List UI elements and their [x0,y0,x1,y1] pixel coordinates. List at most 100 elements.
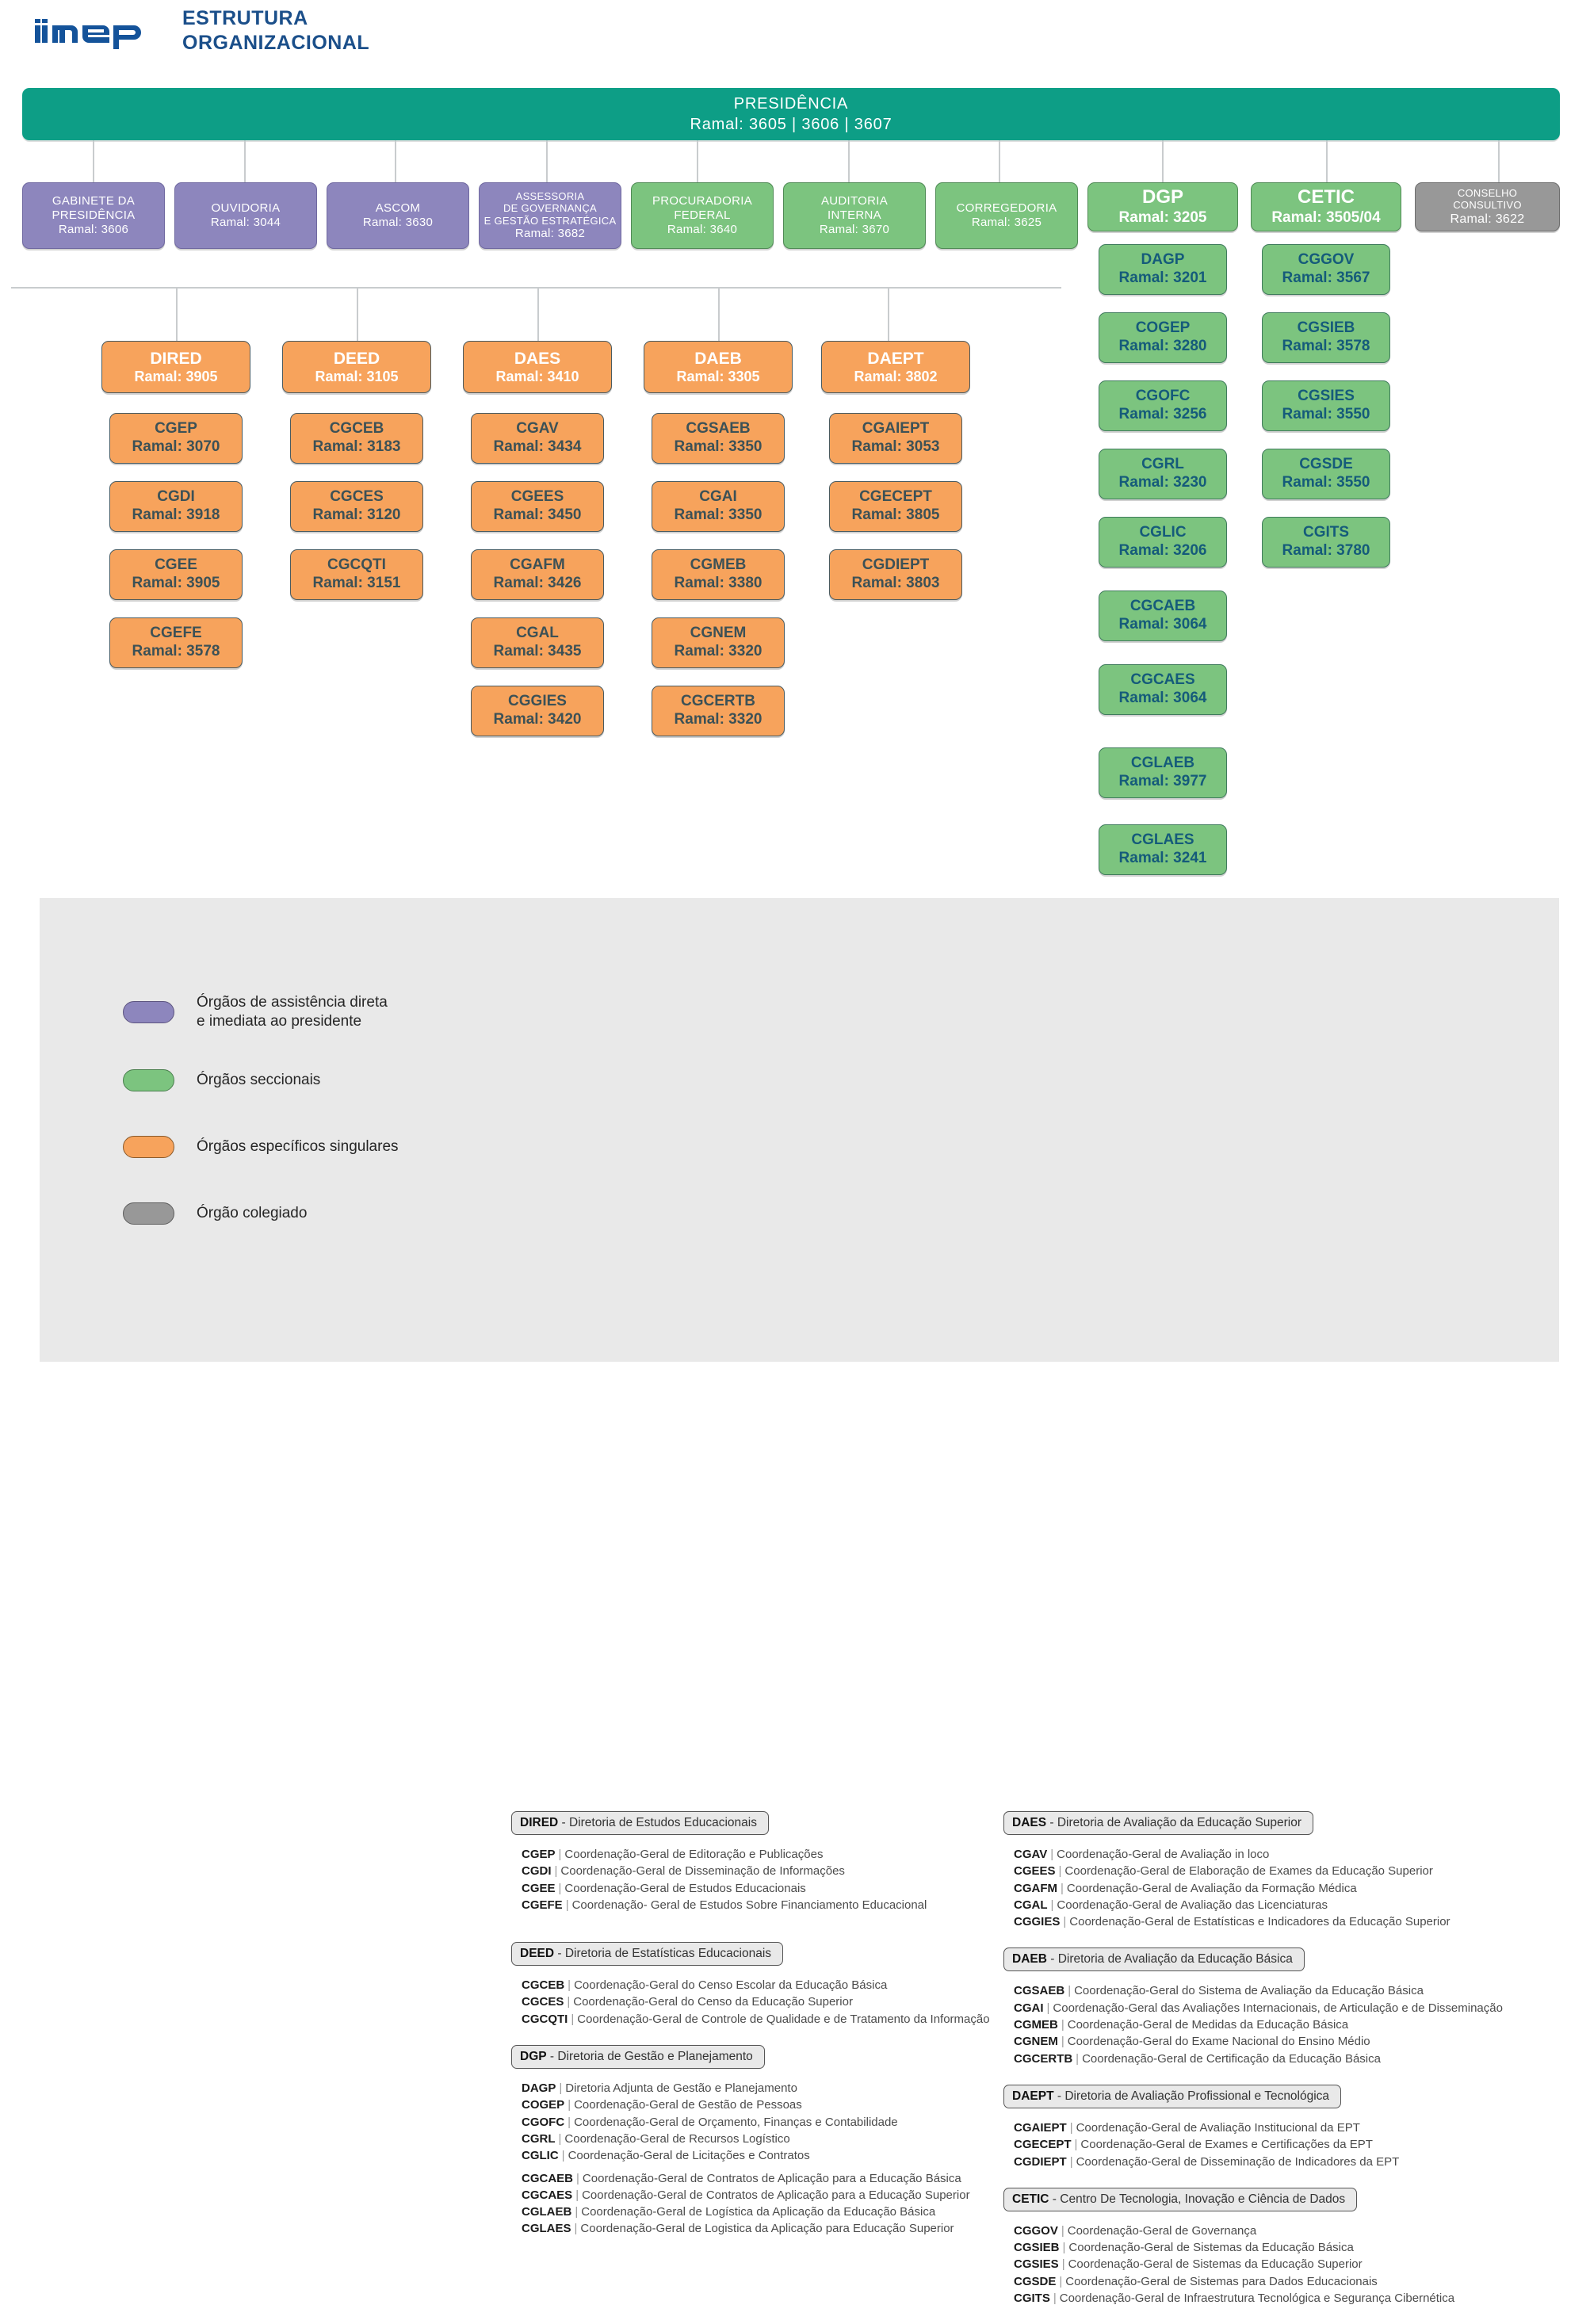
glossary-entry-desc: Coordenação-Geral de Avaliação Instituci… [1076,2120,1360,2135]
org-box-cggov[interactable]: CGGOV Ramal: 3567 [1262,244,1390,295]
org-box-cgecept[interactable]: CGECEPT Ramal: 3805 [829,481,962,532]
org-box-cglaeb[interactable]: CGLAEB Ramal: 3977 [1099,747,1227,798]
org-box-cglaes[interactable]: CGLAES Ramal: 3241 [1099,824,1227,875]
glossary-entry-desc: Coordenação-Geral do Exame Nacional do E… [1067,2035,1370,2049]
org-box-cgefe[interactable]: CGEFE Ramal: 3578 [109,617,243,668]
org-box-cgces[interactable]: CGCES Ramal: 3120 [290,481,423,532]
org-box-cgsies[interactable]: CGSIES Ramal: 3550 [1262,380,1390,431]
org-box-cgdi[interactable]: CGDI Ramal: 3918 [109,481,243,532]
org-box-dagp[interactable]: DAGP Ramal: 3201 [1099,244,1227,295]
org-box-ramal: Ramal: 3151 [312,575,401,591]
org-box-cgep[interactable]: CGEP Ramal: 3070 [109,413,243,464]
org-box-name: CGITS [1302,524,1350,541]
org-box-ramal: Ramal: 3630 [362,216,434,229]
org-box-cgee[interactable]: CGEE Ramal: 3905 [109,549,243,600]
glossary-entry-code: CGCERTB [1014,2051,1073,2066]
org-box-assessoria-governanca[interactable]: ASSESSORIA DE GOVERNANÇA E GESTÃO ESTRAT… [479,182,621,249]
org-box-name: CGGIES [508,693,567,710]
org-box-cgai[interactable]: CGAI Ramal: 3350 [652,481,785,532]
org-box-cggies[interactable]: CGGIES Ramal: 3420 [471,686,604,736]
directorate-head-dired[interactable]: DIRED Ramal: 3905 [101,341,250,393]
glossary-tag-title: - Diretoria de Avaliação Profissional e … [1053,2089,1330,2103]
org-box-cgcaes[interactable]: CGCAES Ramal: 3064 [1099,664,1227,715]
glossary-entry-desc: Coordenação-Geral de Elaboração de Exame… [1064,1864,1433,1879]
glossary-group-cetic: CETIC - Centro De Tecnologia, Inovação e… [1003,2187,1550,2307]
glossary-tag-dgp: DGP - Diretoria de Gestão e Planejamento [511,2045,765,2070]
glossary-tag-daept: DAEPT - Diretoria de Avaliação Profissio… [1003,2084,1342,2108]
org-box-cogep[interactable]: COGEP Ramal: 3280 [1099,312,1227,363]
glossary-entry: CGSIES|Coordenação-Geral de Sistemas da … [1014,2257,1363,2272]
org-box-conselho-consultivo[interactable]: CONSELHO CONSULTIVO Ramal: 3622 [1415,182,1560,231]
org-box-auditoria-interna[interactable]: AUDITORIA INTERNA Ramal: 3670 [783,182,926,249]
inep-logo [35,13,154,49]
page-title-line2: ORGANIZACIONAL [182,31,370,54]
org-box-cgees[interactable]: CGEES Ramal: 3450 [471,481,604,532]
org-box-name: DAGP [1141,251,1185,269]
glossary-entry-desc: Coordenação-Geral de Controle de Qualida… [577,2012,990,2026]
glossary-tag-daes: DAES - Diretoria de Avaliação da Educaçã… [1003,1811,1314,1835]
directorate-head-daept[interactable]: DAEPT Ramal: 3802 [821,341,970,393]
org-box-cgcertb[interactable]: CGCERTB Ramal: 3320 [652,686,785,736]
glossary-entry: CGSAEB|Coordenação-Geral do Sistema de A… [1014,1984,1424,1998]
org-box-cgrl[interactable]: CGRL Ramal: 3230 [1099,449,1227,499]
glossary-tag-title: - Diretoria de Estudos Educacionais [558,1816,757,1829]
org-box-ramal: Ramal: 3230 [1118,474,1207,491]
org-box-ramal: Ramal: 3977 [1118,773,1207,789]
glossary-entry-desc: Coordenação-Geral do Sistema de Avaliaçã… [1074,1984,1424,1998]
glossary-entry: DAGP|Diretoria Adjunta de Gestão e Plane… [522,2081,797,2096]
glossary-entry-code: CGDIEPT [1014,2154,1067,2169]
org-box-corregedoria[interactable]: CORREGEDORIA Ramal: 3625 [935,182,1078,249]
glossary-tag-acronym: DIRED [520,1816,559,1829]
presidencia-box[interactable]: PRESIDÊNCIA Ramal: 3605 | 3606 | 3607 [22,88,1560,140]
org-box-cgcqti[interactable]: CGCQTI Ramal: 3151 [290,549,423,600]
glossary-entry-code: CGOFC [522,2115,565,2129]
org-box-cgits[interactable]: CGITS Ramal: 3780 [1262,517,1390,568]
org-box-cgaiept[interactable]: CGAIEPT Ramal: 3053 [829,413,962,464]
glossary-entry-desc: Coordenação-Geral de Sistemas da Educaçã… [1068,2257,1363,2272]
glossary-entry-desc: Coordenação-Geral de Recursos Logístico [564,2131,790,2146]
org-box-ascom[interactable]: ASCOM Ramal: 3630 [327,182,469,249]
org-box-ouvidoria[interactable]: OUVIDORIA Ramal: 3044 [174,182,317,249]
org-box-cgsaeb[interactable]: CGSAEB Ramal: 3350 [652,413,785,464]
org-box-cgofc[interactable]: CGOFC Ramal: 3256 [1099,380,1227,431]
connector-vertical [244,140,246,182]
org-box-cetic[interactable]: CETIC Ramal: 3505/04 [1251,182,1401,231]
org-box-cgsde[interactable]: CGSDE Ramal: 3550 [1262,449,1390,499]
connector-vertical [697,140,698,182]
glossary-entry-desc: Coordenação-Geral de Licitações e Contra… [568,2149,810,2163]
legend-label-line1: Órgãos de assistência direta [197,994,388,1011]
org-box-cglic[interactable]: CGLIC Ramal: 3206 [1099,517,1227,568]
glossary-entry: CGLAEB|Coordenação-Geral de Logística da… [522,2205,936,2219]
directorate-head-daes[interactable]: DAES Ramal: 3410 [463,341,612,393]
glossary-entry: CGOFC|Coordenação-Geral de Orçamento, Fi… [522,2115,898,2129]
glossary-entry-desc: Coordenação-Geral de Contratos de Aplica… [582,2171,961,2185]
org-box-procuradoria-federal[interactable]: PROCURADORIA FEDERAL Ramal: 3640 [631,182,774,249]
org-box-cgsieb[interactable]: CGSIEB Ramal: 3578 [1262,312,1390,363]
org-box-gabinete-da-presidencia[interactable]: GABINETE DA PRESIDÊNCIA Ramal: 3606 [22,182,165,249]
glossary-tag-acronym: DEED [520,1947,555,1961]
connector-vertical [1326,140,1328,182]
org-box-cgal[interactable]: CGAL Ramal: 3435 [471,617,604,668]
org-box-dgp[interactable]: DGP Ramal: 3205 [1087,182,1238,231]
glossary-entry-code: CGSDE [1014,2274,1057,2288]
org-box-ramal: Ramal: 3435 [493,643,582,659]
legend-item-seccionais: Órgãos seccionais [123,1068,399,1091]
directorate-head-daeb[interactable]: DAEB Ramal: 3305 [644,341,793,393]
glossary-entry: CGCAES|Coordenação-Geral de Contratos de… [522,2188,970,2202]
org-box-cgnem[interactable]: CGNEM Ramal: 3320 [652,617,785,668]
glossary-entries: CGAV|Coordenação-Geral de Avaliação in l… [1003,1846,1550,1930]
org-box-cgav[interactable]: CGAV Ramal: 3434 [471,413,604,464]
glossary-entry: CGGOV|Coordenação-Geral de Governança [1014,2223,1257,2238]
glossary-entry: CGEES|Coordenação-Geral de Elaboração de… [1014,1864,1433,1879]
org-box-ramal: Ramal: 3064 [1118,616,1207,633]
org-box-cgcaeb[interactable]: CGCAEB Ramal: 3064 [1099,591,1227,641]
legend-label-line1: Órgãos seccionais [197,1071,321,1088]
org-box-cgceb[interactable]: CGCEB Ramal: 3183 [290,413,423,464]
org-box-cgdiept[interactable]: CGDIEPT Ramal: 3803 [829,549,962,600]
directorate-head-deed[interactable]: DEED Ramal: 3105 [282,341,431,393]
org-box-cgafm[interactable]: CGAFM Ramal: 3426 [471,549,604,600]
glossary-entry-desc: Coordenação-Geral de Medidas da Educação… [1067,2018,1349,2032]
org-box-cgmeb[interactable]: CGMEB Ramal: 3380 [652,549,785,600]
glossary-tag-dired: DIRED - Diretoria de Estudos Educacionai… [511,1811,769,1835]
org-box-line1: GABINETE DA [52,194,136,208]
